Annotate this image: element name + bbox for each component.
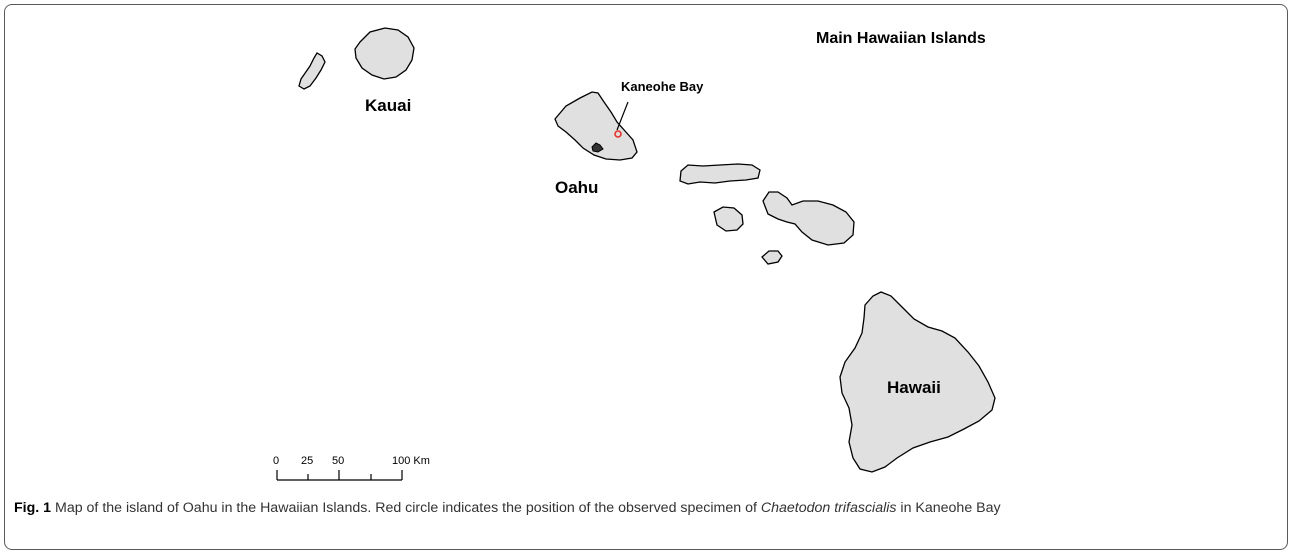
label-kaneohe-bay: Kaneohe Bay bbox=[621, 79, 704, 94]
caption-species: Chaetodon trifascialis bbox=[760, 500, 897, 516]
scale-bar bbox=[276, 470, 403, 481]
island-hawaii bbox=[839, 291, 996, 473]
caption-fig-label: Fig. 1 bbox=[14, 500, 52, 516]
kaneohe-marker bbox=[614, 130, 622, 138]
island-kahoolawe bbox=[761, 250, 783, 265]
kaneohe-leader-line bbox=[616, 101, 629, 131]
scale-tick-0: 0 bbox=[273, 455, 280, 467]
figure-frame bbox=[4, 4, 1288, 550]
island-oahu bbox=[554, 91, 638, 161]
island-lanai bbox=[713, 206, 744, 232]
island-molokai bbox=[679, 163, 761, 185]
label-hawaii: Hawaii bbox=[887, 378, 941, 397]
island-maui bbox=[762, 191, 855, 246]
label-kauai: Kauai bbox=[365, 96, 412, 115]
map-title: Main Hawaiian Islands bbox=[816, 30, 986, 47]
label-oahu: Oahu bbox=[555, 178, 599, 197]
scale-tick-25: 25 bbox=[301, 455, 314, 467]
island-niihau bbox=[298, 52, 326, 90]
pearl-harbor bbox=[591, 142, 604, 153]
caption-text-before: Map of the island of Oahu in the Hawaiia… bbox=[51, 500, 761, 516]
island-kauai bbox=[354, 27, 415, 80]
caption-text-after: in Kaneohe Bay bbox=[896, 500, 1001, 516]
scale-tick-100-km: 100 Km bbox=[392, 455, 430, 467]
figure-caption: Fig. 1 Map of the island of Oahu in the … bbox=[14, 498, 1276, 519]
scale-tick-50: 50 bbox=[332, 455, 345, 467]
